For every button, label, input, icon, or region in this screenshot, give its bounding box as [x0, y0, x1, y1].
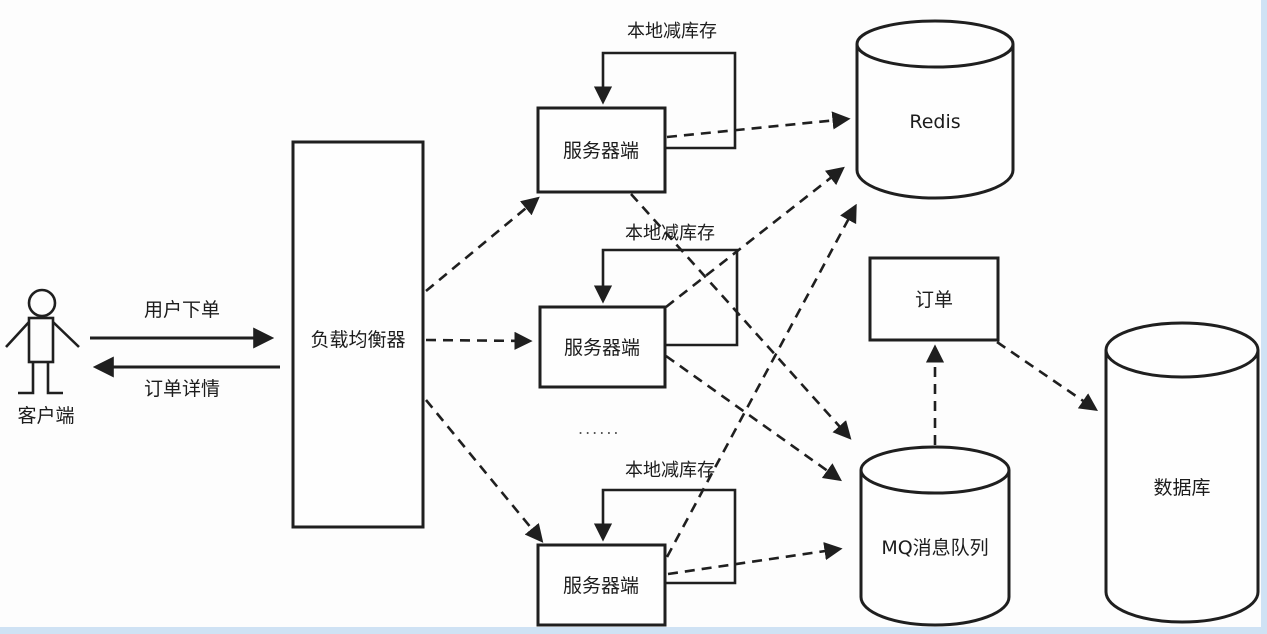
- actor-body-icon: [27, 316, 55, 364]
- mq-label: MQ消息队列: [881, 537, 988, 559]
- database-cylinder-top: [1104, 321, 1260, 379]
- actor-right-leg-icon: [46, 362, 63, 395]
- node-redis: Redis: [855, 19, 1015, 200]
- edge-order-detail: 订单详情: [92, 356, 280, 400]
- mq-cylinder-body: [859, 470, 1011, 627]
- edge-lb-server1: [425, 196, 540, 293]
- server-2-label: 服务器端: [564, 337, 640, 359]
- server-1-label: 服务器端: [563, 140, 639, 162]
- node-database: 数据库: [1104, 321, 1260, 624]
- node-order: 订单: [868, 256, 1000, 342]
- order-label: 订单: [915, 289, 953, 311]
- actor-right-arm-icon: [52, 321, 80, 348]
- servers-ellipsis: ......: [578, 419, 621, 438]
- mq-cylinder-top: [859, 445, 1011, 495]
- edge-lb-server3: [424, 399, 544, 543]
- node-client: 客户端: [5, 288, 80, 427]
- server-2-box: [538, 305, 667, 389]
- edge-server1-mq: [630, 193, 852, 440]
- node-server-1: 服务器端: [536, 106, 667, 194]
- client-label: 客户端: [17, 405, 74, 427]
- edge-server1-redis: [666, 111, 851, 139]
- server-1-loop-arrow: [593, 51, 737, 150]
- node-server-3: 服务器端: [536, 543, 667, 627]
- node-mq: MQ消息队列: [859, 445, 1011, 627]
- server-3-label: 服务器端: [563, 575, 639, 597]
- actor-left-leg-icon: [18, 362, 35, 395]
- local-stock-1-label: 本地减库存: [627, 21, 717, 42]
- redis-label: Redis: [909, 111, 960, 133]
- right-edge-tint: [1261, 0, 1267, 634]
- redis-cylinder-top: [855, 19, 1015, 69]
- edge-local-stock-1: 本地减库存: [593, 21, 737, 150]
- load-balancer-box: [291, 140, 425, 529]
- actor-head-icon: [27, 288, 57, 318]
- server-3-box: [536, 543, 667, 627]
- order-box: [868, 256, 1000, 342]
- edge-lb-server2: [425, 331, 533, 350]
- edge-server2-mq: [665, 354, 842, 482]
- actor-left-arm-icon: [5, 321, 30, 348]
- database-cylinder-body: [1104, 350, 1260, 624]
- order-detail-label: 订单详情: [144, 378, 220, 400]
- edge-local-stock-3: 本地减库存: [593, 460, 737, 585]
- edge-server3-mq: [667, 542, 843, 576]
- node-load-balancer: 负载均衡器: [291, 140, 425, 529]
- load-balancer-label: 负载均衡器: [310, 329, 405, 351]
- bottom-edge-tint: [0, 627, 1267, 634]
- user-order-label: 用户下单: [144, 299, 220, 321]
- node-server-2: 服务器端: [538, 305, 667, 389]
- local-stock-2-label: 本地减库存: [625, 223, 715, 244]
- edge-server2-redis: [665, 166, 845, 309]
- database-label: 数据库: [1153, 477, 1210, 499]
- redis-cylinder-body: [855, 44, 1015, 200]
- server-1-box: [536, 106, 667, 194]
- edge-server3-redis: [665, 203, 857, 558]
- edge-order-database: [996, 340, 1099, 412]
- local-stock-3-label: 本地减库存: [625, 460, 715, 481]
- edge-user-order: 用户下单: [90, 299, 275, 349]
- server-3-loop-arrow: [593, 488, 737, 585]
